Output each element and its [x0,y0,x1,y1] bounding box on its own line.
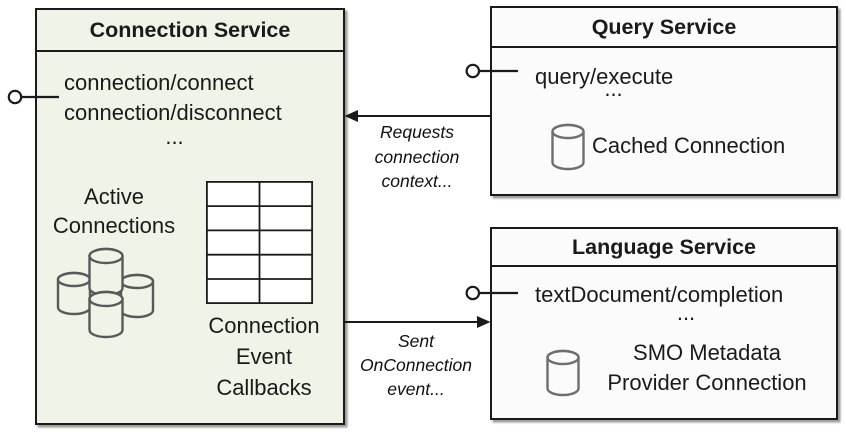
database-cluster-icon [56,247,155,339]
query-service-title: Query Service [492,8,836,48]
callbacks-label: Connection Event Callbacks [208,313,320,400]
active-connections-label: Active Connections [52,184,176,238]
connection-service-box: Connection Service connection/connect co… [35,8,345,425]
cylinder-top [88,247,124,297]
connection-endpoint-disconnect: connection/disconnect [64,100,282,125]
cylinder-bottom [88,290,124,339]
sent-arrow-right-icon [345,316,491,328]
smo-connection-label: SMO Metadata Provider Connection [607,340,807,395]
language-endpoint-ellipsis: ... [676,300,696,325]
language-service-box: Language Service textDocument/completion… [490,227,838,420]
language-endpoint: textDocument/completion [535,282,784,307]
connection-endpoints-ellipsis: ... [165,124,184,149]
database-icon [551,123,585,171]
connection-endpoint-connect: connection/connect [64,70,254,95]
query-endpoint: query/execute [535,64,674,89]
language-service-title: Language Service [492,229,836,267]
cylinder-right [119,273,155,319]
query-endpoint-ellipsis: ... [604,76,623,101]
connection-service-title: Connection Service [37,10,343,52]
sent-arrow-label: Sent OnConnection event... [360,331,472,399]
requests-arrow-label: Requests connection context... [374,122,460,191]
database-icon [546,349,580,397]
table-grid-icon [206,181,313,304]
cylinder-left [56,271,92,316]
cached-connection-label: Cached Connection [592,133,786,158]
query-service-box: Query Service query/execute ... Cached C… [490,6,838,196]
